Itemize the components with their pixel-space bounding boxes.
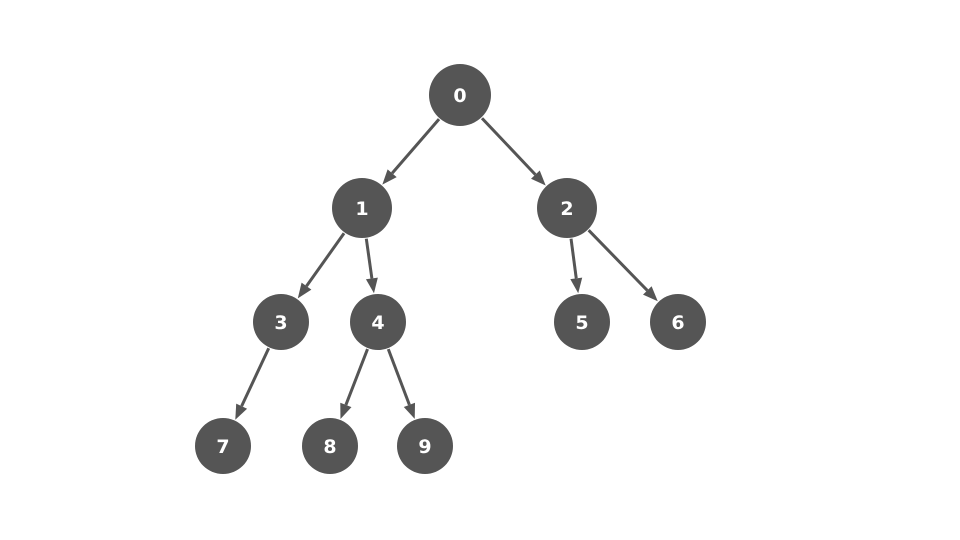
edge-arrowhead-icon (403, 402, 416, 419)
graph-node[interactable]: 6 (650, 294, 706, 350)
graph-node[interactable]: 2 (537, 178, 597, 238)
graph-node[interactable]: 9 (397, 418, 453, 474)
edge-line (364, 238, 374, 279)
edge-arrowhead-icon (643, 286, 658, 302)
graph-node[interactable]: 3 (253, 294, 309, 350)
graph-edge (297, 232, 346, 299)
node-circle[interactable] (302, 418, 358, 474)
edge-line (391, 118, 441, 175)
node-circle[interactable] (650, 294, 706, 350)
edge-line (569, 238, 578, 279)
graph-node[interactable]: 1 (332, 178, 392, 238)
graph-edge (235, 347, 271, 420)
edge-arrowhead-icon (570, 277, 583, 294)
graph-edge (386, 348, 416, 419)
node-circle[interactable] (195, 418, 251, 474)
graph-edge (569, 238, 583, 294)
node-circle[interactable] (554, 294, 610, 350)
edge-arrowhead-icon (297, 282, 312, 299)
edge-arrowhead-icon (365, 277, 378, 294)
node-circle[interactable] (429, 64, 491, 126)
edge-line (386, 348, 411, 406)
edge-arrowhead-icon (340, 402, 352, 419)
graph-node[interactable]: 4 (350, 294, 406, 350)
node-circle[interactable] (350, 294, 406, 350)
edge-arrowhead-icon (531, 170, 546, 186)
node-circle[interactable] (397, 418, 453, 474)
edge-line (240, 347, 271, 407)
node-circle[interactable] (253, 294, 309, 350)
graph-edge (480, 117, 546, 186)
edge-line (587, 229, 649, 292)
graph-edge (364, 238, 378, 294)
edge-arrowhead-icon (382, 169, 397, 185)
graph-edge (587, 229, 658, 302)
edges-layer (235, 117, 658, 420)
edge-line (305, 232, 346, 287)
graph-node[interactable]: 7 (195, 418, 251, 474)
graph-node[interactable]: 8 (302, 418, 358, 474)
edge-arrowhead-icon (235, 403, 248, 420)
graph-node[interactable]: 0 (429, 64, 491, 126)
edge-line (480, 117, 537, 176)
edge-line (344, 348, 369, 406)
graph-edge (382, 118, 441, 185)
graph-edge (340, 348, 369, 419)
node-circle[interactable] (332, 178, 392, 238)
node-circle[interactable] (537, 178, 597, 238)
graph-node[interactable]: 5 (554, 294, 610, 350)
